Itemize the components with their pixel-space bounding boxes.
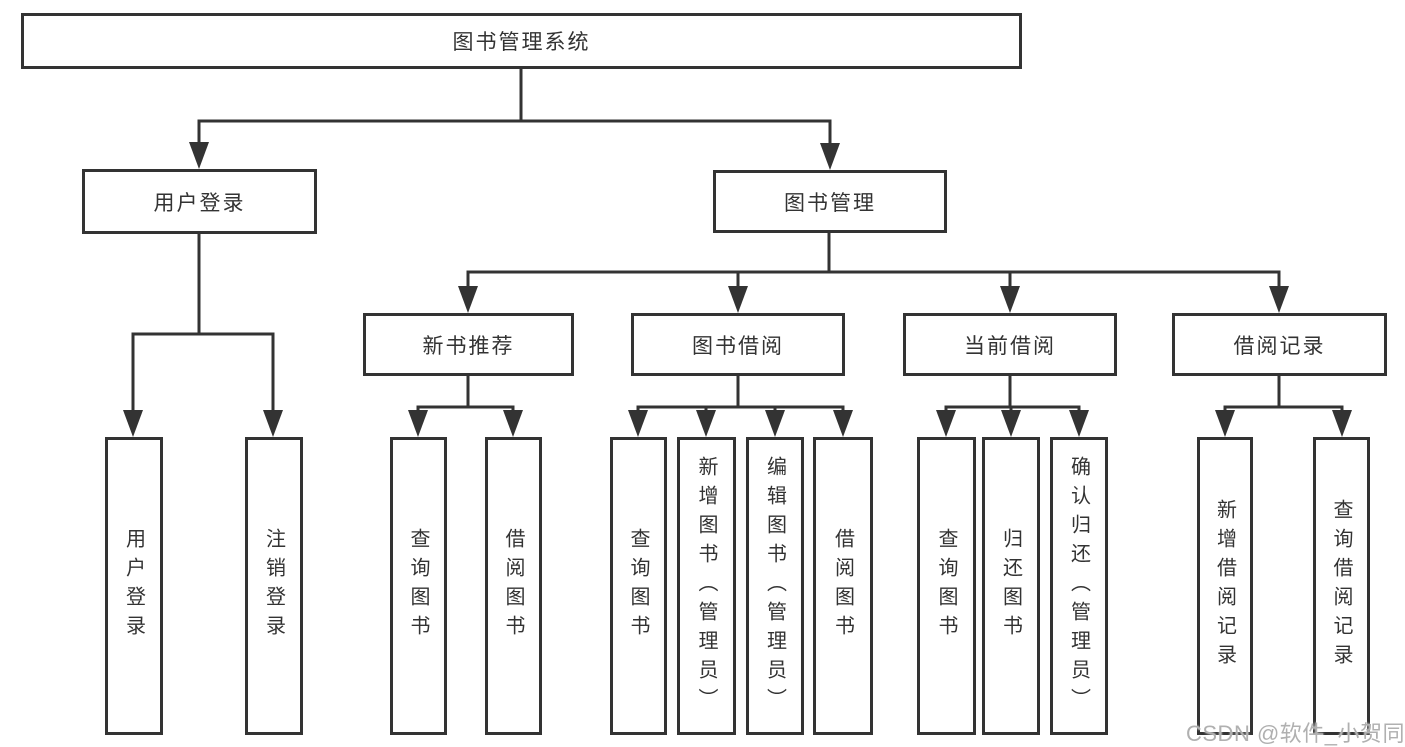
leaf-user-login: 用户登录 (105, 437, 163, 735)
leaf-add-book-admin: 新增图书（管理员） (677, 437, 736, 735)
leaf-return-books: 归还图书 (982, 437, 1040, 735)
leaf-query-borrow-record-label: 查询借阅记录 (1330, 499, 1352, 673)
leaf-add-book-admin-label: 新增图书（管理员） (695, 455, 717, 717)
leaf-borrow-books-borrow: 借阅图书 (813, 437, 873, 735)
leaf-query-books-borrow: 查询图书 (610, 437, 667, 735)
leaf-query-books-current-label: 查询图书 (935, 528, 957, 644)
leaf-logout: 注销登录 (245, 437, 303, 735)
leaf-query-books-borrow-label: 查询图书 (627, 528, 649, 644)
leaf-user-login-label: 用户登录 (122, 528, 145, 644)
leaf-add-borrow-record: 新增借阅记录 (1197, 437, 1253, 735)
leaf-borrow-books-borrow-label: 借阅图书 (831, 528, 854, 644)
csdn-watermark: CSDN @软件_小贺同学 (1186, 721, 1405, 746)
leaf-query-books-recommend-label: 查询图书 (407, 528, 429, 644)
leaf-add-borrow-record-label: 新增借阅记录 (1213, 499, 1236, 673)
node-borrow-records: 借阅记录 (1172, 313, 1387, 376)
node-root: 图书管理系统 (21, 13, 1022, 69)
leaf-borrow-books-recommend-label: 借阅图书 (502, 528, 524, 644)
node-book-borrow: 图书借阅 (631, 313, 845, 376)
node-new-book-recommend: 新书推荐 (363, 313, 574, 376)
node-user-login: 用户登录 (82, 169, 317, 234)
leaf-confirm-return-admin-label: 确认归还（管理员） (1067, 455, 1090, 717)
node-current-borrow: 当前借阅 (903, 313, 1117, 376)
leaf-edit-book-admin-label: 编辑图书（管理员） (763, 455, 786, 717)
leaf-logout-label: 注销登录 (262, 528, 285, 644)
node-book-management: 图书管理 (713, 170, 947, 233)
leaf-borrow-books-recommend: 借阅图书 (485, 437, 542, 735)
leaf-confirm-return-admin: 确认归还（管理员） (1050, 437, 1108, 735)
leaf-query-books-recommend: 查询图书 (390, 437, 447, 735)
leaf-edit-book-admin: 编辑图书（管理员） (746, 437, 804, 735)
leaf-return-books-label: 归还图书 (999, 528, 1022, 644)
leaf-query-borrow-record: 查询借阅记录 (1313, 437, 1370, 735)
leaf-query-books-current: 查询图书 (917, 437, 976, 735)
arrowheads (123, 142, 1352, 437)
